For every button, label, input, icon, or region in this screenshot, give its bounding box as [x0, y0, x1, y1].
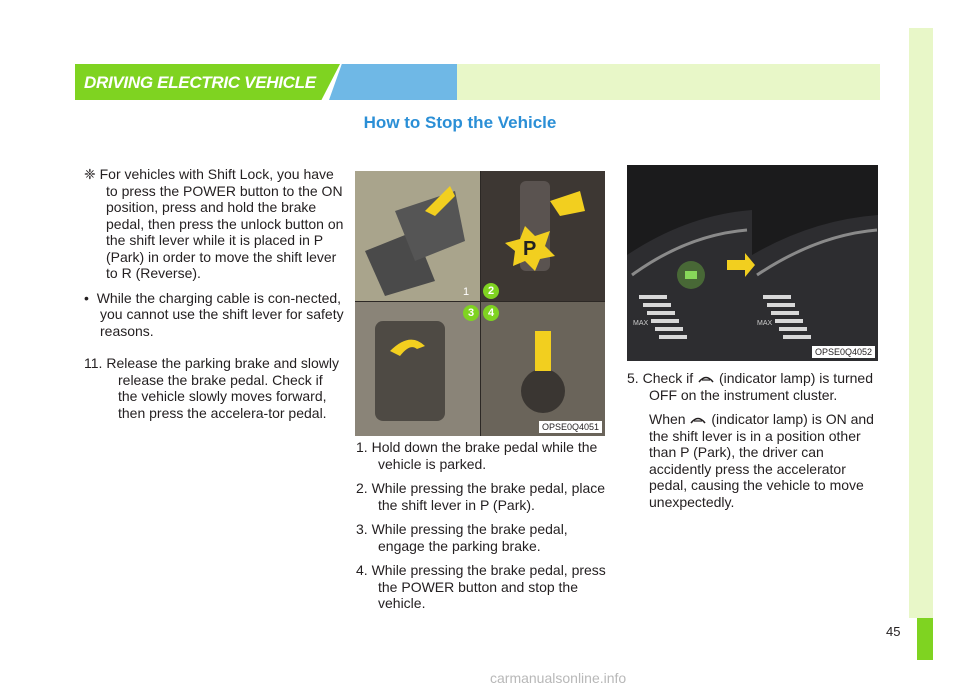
step-2-number: 2. — [356, 480, 368, 496]
step-5-text-a: Check if — [642, 370, 694, 386]
shoe-icon — [395, 191, 465, 261]
stop-procedure-illustration: P 1 — [355, 171, 605, 436]
arrow-right-icon — [727, 253, 755, 277]
cluster-illustration: MAX MAX — [627, 210, 878, 361]
label-2: 2 — [483, 283, 499, 299]
step-5: 5. Check if (indicator lamp) is turned O… — [627, 370, 879, 403]
gauge-max-right: MAX — [757, 320, 773, 327]
stop-procedure-figure: P 1 2 3 4 OPSE0Q4051 — [355, 171, 605, 436]
step-3-number: 3. — [356, 521, 368, 537]
arrow-curve-icon — [390, 339, 425, 356]
note-symbol: ❈ — [84, 166, 96, 182]
chapter-header: DRIVING ELECTRIC VEHICLE — [75, 64, 880, 100]
step-11-text: Release the parking brake and slowly rel… — [106, 355, 340, 421]
arrow-press-icon — [550, 191, 585, 216]
figure-code-2: OPSE0Q4052 — [811, 346, 875, 358]
parking-brake-panel-icon — [375, 321, 445, 421]
arrow-down-icon — [425, 186, 455, 216]
header-green-band — [75, 64, 340, 100]
step-11-number: 11. — [84, 355, 103, 371]
chapter-title: DRIVING ELECTRIC VEHICLE — [84, 73, 316, 92]
step-1: 1. Hold down the brake pedal while the v… — [356, 439, 606, 472]
step-3: 3. While pressing the brake pedal, engag… — [356, 521, 606, 554]
header-light-band — [457, 64, 880, 100]
note-text: For vehicles with Shift Lock, you have t… — [99, 166, 344, 281]
bullet-text: While the charging cable is con-nected, … — [96, 289, 344, 339]
when-text-b: (indicator lamp) is ON and the shift lev… — [649, 411, 874, 510]
label-4: 4 — [483, 305, 499, 321]
step-3-text: While pressing the brake pedal, engage t… — [371, 521, 568, 554]
p-badge: P — [523, 238, 536, 260]
label-3: 3 — [463, 305, 479, 321]
step-1-text: Hold down the brake pedal while the vehi… — [371, 439, 598, 472]
left-column: ❈ For vehicles with Shift Lock, you have… — [84, 166, 346, 429]
indicator-lamp-icon — [685, 271, 697, 279]
gauge-max-left: MAX — [633, 320, 649, 327]
middle-column: 1. Hold down the brake pedal while the v… — [356, 439, 606, 620]
step-2: 2. While pressing the brake pedal, place… — [356, 480, 606, 513]
power-button-icon — [521, 369, 565, 413]
arrow-down2-icon — [535, 331, 551, 371]
step-4: 4. While pressing the brake pedal, press… — [356, 562, 606, 612]
figure-code: OPSE0Q4051 — [538, 421, 602, 433]
page-number-tab — [917, 618, 933, 660]
section-title: How to Stop the Vehicle — [363, 113, 557, 132]
step-1-number: 1. — [356, 439, 368, 455]
cluster-figure: MAX MAX OPSE0Q4052 — [627, 165, 878, 361]
page-number: 45 — [886, 624, 901, 639]
when-note: When (indicator lamp) is ON and the shif… — [627, 411, 879, 510]
watermark: carmanualsonline.info — [490, 670, 627, 686]
step-2-text: While pressing the brake pedal, place th… — [371, 480, 606, 513]
step-11: 11. Release the parking brake and slowly… — [84, 355, 346, 421]
right-margin-strip — [909, 28, 933, 618]
step-5-text-b: (indicator lamp) is turned OFF on the in… — [649, 370, 873, 403]
bullet-dot: • — [84, 289, 97, 306]
p-burst-icon — [505, 226, 555, 271]
indicator-lamp-icon — [690, 418, 707, 424]
when-text-a: When — [649, 411, 686, 427]
shift-lock-note: ❈ For vehicles with Shift Lock, you have… — [84, 166, 346, 282]
right-column: 5. Check if (indicator lamp) is turned O… — [627, 370, 879, 518]
step-4-number: 4. — [356, 562, 368, 578]
step-4-text: While pressing the brake pedal, press th… — [371, 562, 606, 611]
indicator-lamp-icon — [698, 377, 714, 383]
header-blue-band — [329, 64, 457, 100]
label-1: 1 — [463, 286, 469, 298]
step-5-number: 5. — [627, 370, 639, 386]
charging-bullet: • While the charging cable is con-nected… — [84, 290, 346, 340]
